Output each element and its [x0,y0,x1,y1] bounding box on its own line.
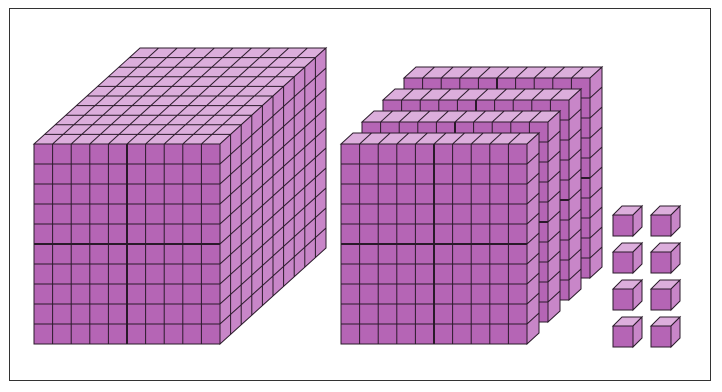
front-face [613,326,633,347]
front-face [651,252,671,273]
unit-cube [651,243,680,273]
front-face [613,215,633,236]
base-ten-blocks-diagram [10,9,712,382]
thousand-cube [34,48,326,344]
unit-cube [651,206,680,236]
front-face [651,326,671,347]
front-face [613,252,633,273]
front-face [651,289,671,310]
unit-cube [613,243,642,273]
hundred-flat [341,133,539,344]
unit-cube [613,280,642,310]
diagram-frame [9,8,711,381]
unit-cube [651,317,680,347]
front-face [651,215,671,236]
thousand-cube-body [34,48,326,344]
unit-cubes-group [613,206,680,347]
front-face [613,289,633,310]
unit-cube [613,206,642,236]
unit-cube [651,280,680,310]
unit-cube [613,317,642,347]
hundred-flats-stack [341,67,602,344]
